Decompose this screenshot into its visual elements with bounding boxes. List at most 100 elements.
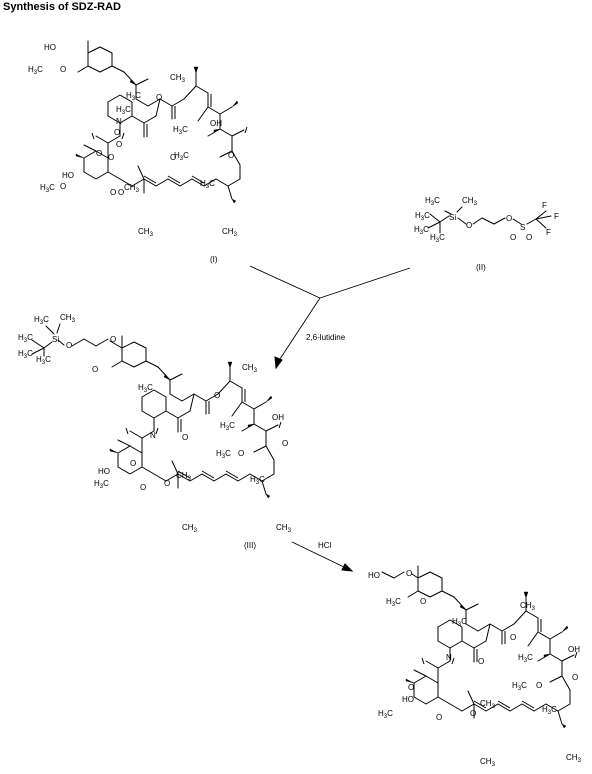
atom-label: CH3: [138, 227, 154, 238]
atom-label: H3C: [414, 225, 429, 236]
atom-label: CH3: [242, 363, 258, 374]
atom-label: O: [114, 128, 120, 137]
atom-label: H3C: [34, 315, 49, 326]
atom-label: H3C: [512, 681, 527, 692]
atom-label: O: [478, 657, 484, 666]
atom-label: H3C: [174, 151, 189, 162]
atom-label: O: [536, 681, 542, 690]
atom-label: O: [436, 713, 442, 722]
atom-label: O: [170, 153, 176, 162]
atom-label: CH3: [276, 523, 292, 534]
atom-label: H3C: [126, 91, 141, 102]
atom-label: H3C: [36, 355, 51, 366]
atom-label: H3C: [116, 105, 131, 116]
atom-label: HO: [62, 171, 74, 180]
atom-label: O: [408, 683, 414, 692]
atom-label: O: [60, 65, 66, 74]
atom-label: O: [406, 569, 412, 578]
atom-label: OH: [210, 119, 222, 128]
atom-label: CH3: [176, 471, 192, 482]
atom-label: CH3: [124, 183, 140, 194]
atom-label: O: [420, 597, 426, 606]
atom-label: O: [466, 221, 472, 230]
atom-label: O: [506, 214, 512, 223]
atom-label: O: [182, 433, 188, 442]
compound-ii-structure: H3C CH3 Si H3C H3C H3C O O S O O F F F (…: [414, 196, 559, 272]
compound-i-label: (I): [210, 255, 218, 264]
atom-label: H3C: [542, 705, 557, 716]
atom-label: O: [110, 335, 116, 344]
compound-iii-structure: O O Si H3C CH3 H3C H3C H3C O H3C N O O H…: [18, 313, 292, 550]
atom-label: O: [238, 449, 244, 458]
atom-label: CH3: [480, 699, 496, 710]
atom-label: H3C: [28, 65, 43, 76]
atom-label: N: [150, 431, 156, 440]
atom-label: O: [60, 182, 66, 191]
atom-label: H3C: [378, 709, 393, 720]
atom-label: H3C: [518, 653, 533, 664]
atom-label: S: [520, 223, 525, 232]
atom-label: HO: [368, 571, 380, 580]
page-title: Synthesis of SDZ-RAD: [3, 1, 121, 13]
atom-label: H3C: [415, 211, 430, 222]
atom-label: O: [66, 341, 72, 350]
atom-label: O: [282, 439, 288, 448]
atom-label: H3C: [425, 196, 440, 207]
compound-iii-label: (III): [244, 541, 256, 550]
atom-label: HO: [402, 695, 414, 704]
atom-label: Si: [449, 213, 456, 222]
compound-ii-label: (II): [476, 263, 486, 272]
atom-label: O: [470, 709, 476, 718]
reaction-arrow-2: HCl: [291, 541, 354, 572]
atom-label: F: [542, 201, 547, 210]
atom-label: O: [118, 188, 124, 197]
atom-label: O: [228, 151, 234, 160]
atom-label: O: [130, 459, 136, 468]
atom-label: O: [108, 153, 114, 162]
atom-label: O: [526, 233, 532, 242]
atom-label: CH3: [60, 313, 76, 324]
atom-label: O: [510, 633, 516, 642]
atom-label: H3C: [18, 349, 33, 360]
atom-label: CH3: [182, 523, 198, 534]
atom-label: F: [554, 212, 559, 221]
atom-label: O: [164, 479, 170, 488]
atom-label: CH3: [170, 73, 186, 84]
atom-label: O: [572, 673, 578, 682]
compound-i-structure: HO H3C O H3C O CH3 OH H3C H3C O O H3C H3…: [28, 40, 248, 264]
atom-label: O: [92, 365, 98, 374]
atom-label: O: [510, 233, 516, 242]
reaction-arrow-1: 2,6-lutidine: [249, 265, 411, 370]
reagent-step2: HCl: [318, 541, 332, 550]
atom-label: H3C: [94, 479, 109, 490]
atom-label: H3C: [220, 421, 235, 432]
atom-label: H3C: [216, 449, 231, 460]
atom-label: CH3: [566, 753, 582, 764]
atom-label: Si: [52, 335, 59, 344]
atom-label: H3C: [452, 617, 467, 628]
atom-label: CH3: [520, 601, 536, 612]
atom-label: H3C: [430, 233, 445, 244]
atom-label: O: [110, 188, 116, 197]
atom-label: H3C: [250, 475, 265, 486]
atom-label: HO: [44, 43, 56, 52]
atom-label: N: [116, 117, 122, 126]
atom-label: N: [446, 653, 452, 662]
product-structure: O HO H3C O H3C N O O HO H3C O O CH3 CH3 …: [368, 565, 582, 768]
atom-label: O: [140, 483, 146, 492]
atom-label: HO: [98, 467, 110, 476]
atom-label: OH: [568, 645, 580, 654]
atom-label: O: [116, 140, 122, 149]
atom-label: H3C: [200, 179, 215, 190]
atom-label: H3C: [386, 597, 401, 608]
atom-label: H3C: [138, 383, 153, 394]
atom-label: O: [96, 149, 102, 158]
atom-label: F: [546, 228, 551, 237]
atom-label: H3C: [18, 333, 33, 344]
atom-label: CH3: [462, 196, 478, 207]
atom-label: O: [156, 93, 162, 102]
atom-label: CH3: [480, 757, 496, 768]
atom-label: H3C: [40, 183, 55, 194]
atom-label: O: [214, 391, 220, 400]
